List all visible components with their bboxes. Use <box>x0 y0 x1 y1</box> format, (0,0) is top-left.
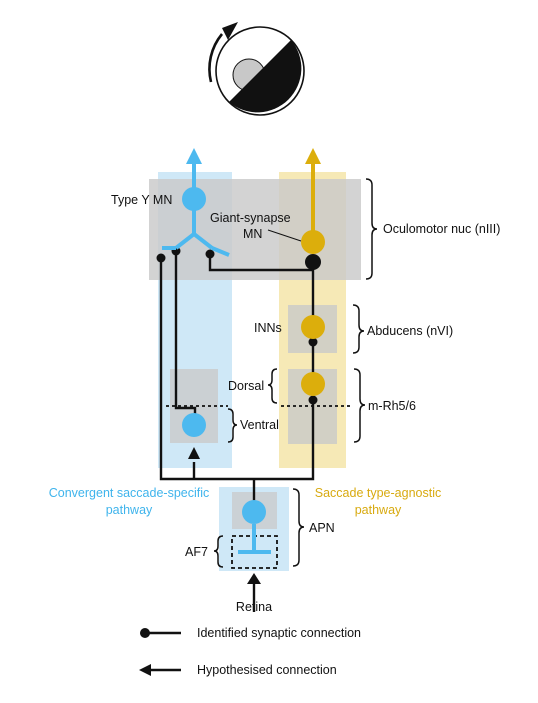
type-y-motor-neuron <box>162 148 230 257</box>
ventral-arrowhead <box>188 447 200 459</box>
inn-neuron <box>301 315 325 339</box>
legend-arrow-icon <box>139 664 151 676</box>
apn-label: APN <box>309 521 335 535</box>
convergent-pathway-label-2: pathway <box>106 503 153 517</box>
retina-label: Retina <box>236 600 272 614</box>
agnostic-pathway-label-2: pathway <box>355 503 402 517</box>
inns-label: INNs <box>254 321 282 335</box>
agnostic-pathway-label: Saccade type-agnostic <box>315 486 441 500</box>
connection-lines <box>159 251 315 612</box>
legend-hypothesised-label: Hypothesised connection <box>197 663 337 677</box>
apn-neuron <box>238 500 271 554</box>
ventral-label: Ventral <box>240 418 279 432</box>
giant-synapse-motor-neuron <box>301 148 325 254</box>
giant-synapse-label: Giant-synapse <box>210 211 291 225</box>
abducens-label: Abducens (nVI) <box>367 324 453 338</box>
dorsal-label: Dorsal <box>228 379 264 393</box>
dorsal-neuron <box>301 372 325 396</box>
retina-arrowhead <box>247 573 261 584</box>
giant-synapse-mn-label: MN <box>243 227 262 241</box>
oculomotor-label: Oculomotor nuc (nIII) <box>383 222 500 236</box>
type-y-mn-label: Type Y MN <box>111 193 172 207</box>
af7-label: AF7 <box>185 545 208 559</box>
legend-synaptic-label: Identified synaptic connection <box>197 626 361 640</box>
braces <box>213 178 378 568</box>
eye-icon <box>208 22 305 116</box>
legend: Identified synaptic connection Hypothesi… <box>139 626 361 677</box>
mrh-label: m-Rh5/6 <box>368 399 416 413</box>
convergent-pathway-label: Convergent saccade-specific <box>49 486 210 500</box>
ventral-neuron <box>182 413 206 437</box>
